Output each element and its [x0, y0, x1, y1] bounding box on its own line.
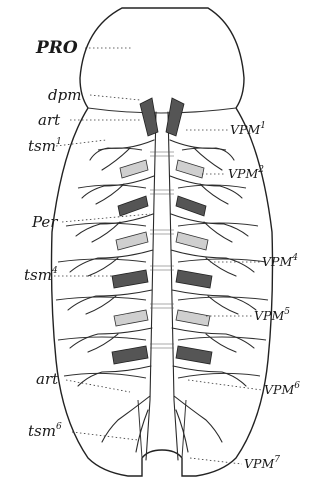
ventral-nerve-cord — [146, 112, 178, 460]
label-vpm1: VPM1 — [230, 121, 266, 137]
labels-left: PRO dpm art tsm1 Per tsm4 art tsm6 — [24, 38, 81, 440]
label-vpm4: VPM4 — [262, 253, 298, 269]
labels-right: VPM1 VPM2 VPM4 VPM5 VPM6 VPM7 — [228, 121, 300, 471]
label-dpm: dpm — [48, 86, 81, 104]
dorsal-muscles — [140, 98, 184, 136]
label-per: Per — [31, 213, 58, 231]
label-vpm7: VPM7 — [244, 455, 280, 471]
leader-lines — [54, 48, 262, 464]
label-art-bottom: art — [36, 370, 59, 388]
label-pro: PRO — [35, 38, 78, 58]
segment-muscles — [112, 160, 212, 364]
label-tsm4: tsm4 — [24, 266, 58, 284]
label-vpm2: VPM2 — [228, 165, 264, 181]
label-vpm5: VPM5 — [254, 307, 290, 323]
label-vpm6: VPM6 — [264, 381, 300, 397]
label-tsm6: tsm6 — [28, 422, 62, 440]
label-tsm1: tsm1 — [28, 137, 62, 155]
body-outline — [52, 8, 273, 476]
label-art-top: art — [38, 111, 61, 129]
